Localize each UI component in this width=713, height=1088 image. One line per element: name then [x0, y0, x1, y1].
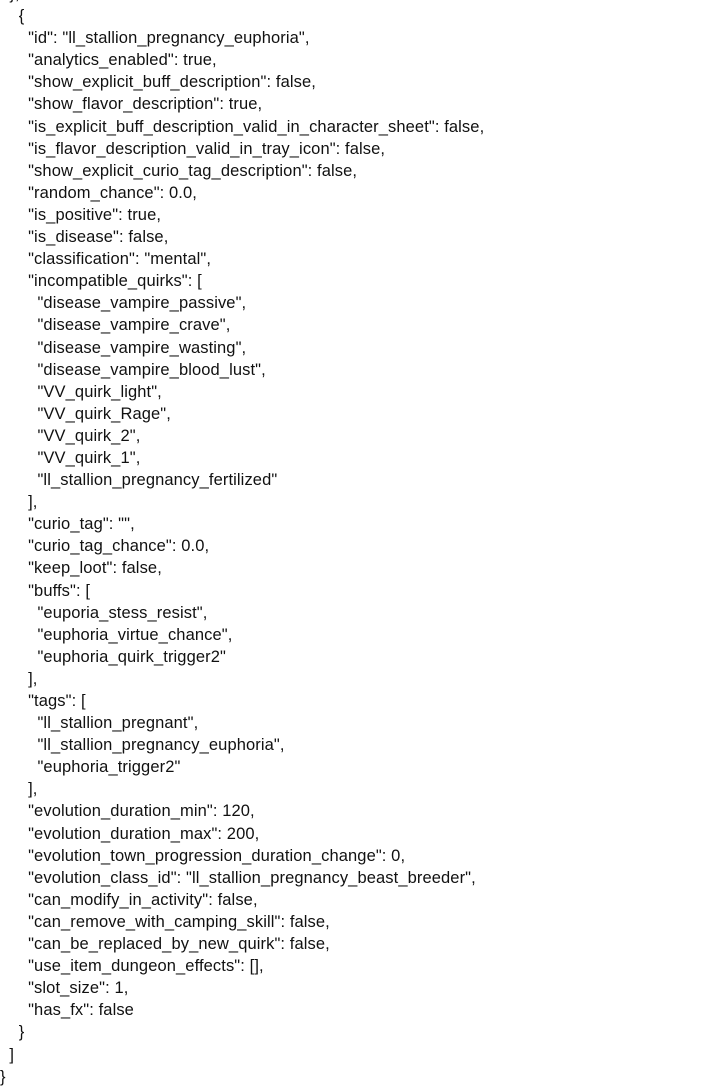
code-line: "disease_vampire_crave",: [0, 316, 231, 335]
code-line: "keep_loot": false,: [0, 559, 162, 578]
code-line: "id": "ll_stallion_pregnancy_euphoria",: [0, 29, 310, 48]
code-line: "can_be_replaced_by_new_quirk": false,: [0, 935, 330, 954]
code-line: "evolution_class_id": "ll_stallion_pregn…: [0, 868, 476, 887]
code-line: ],: [0, 493, 38, 512]
code-line: "VV_quirk_Rage",: [0, 404, 171, 423]
code-line: {: [0, 7, 25, 26]
code-line: "buffs": [: [0, 581, 91, 600]
code-line: "VV_quirk_1",: [0, 448, 141, 467]
code-line: "disease_vampire_wasting",: [0, 338, 247, 357]
code-line: "show_flavor_description": true,: [0, 95, 263, 114]
code-line: }: [0, 1067, 6, 1086]
code-line: "can_remove_with_camping_skill": false,: [0, 912, 330, 931]
code-line: "curio_tag_chance": 0.0,: [0, 537, 210, 556]
code-line: "ll_stallion_pregnancy_euphoria",: [0, 736, 285, 755]
code-line: "slot_size": 1,: [0, 979, 129, 998]
code-line: "evolution_duration_min": 120,: [0, 802, 255, 821]
code-line: "euphoria_quirk_trigger2": [0, 647, 226, 666]
code-line: "has_fx": false: [0, 1001, 134, 1020]
code-line: "disease_vampire_passive",: [0, 294, 247, 313]
code-line: "tags": [: [0, 692, 86, 710]
code-line: "ll_stallion_pregnancy_fertilized": [0, 471, 278, 490]
code-line: "is_explicit_buff_description_valid_in_c…: [0, 117, 485, 136]
code-line: "classification": "mental",: [0, 250, 212, 269]
code-line: "VV_quirk_light",: [0, 382, 162, 401]
code-line: "euporia_stess_resist",: [0, 603, 208, 622]
code-line: ],: [0, 780, 38, 799]
code-line: "use_item_dungeon_effects": [],: [0, 957, 264, 976]
code-line: "show_explicit_curio_tag_description": f…: [0, 161, 358, 180]
code-line: "analytics_enabled": true,: [0, 51, 217, 70]
code-line: "can_modify_in_activity": false,: [0, 890, 258, 909]
code-line: }: [0, 1023, 25, 1042]
code-line: },: [0, 0, 713, 5]
code-line: "is_flavor_description_valid_in_tray_ico…: [0, 139, 386, 158]
code-line: "random_chance": 0.0,: [0, 183, 197, 202]
code-line: "show_explicit_buff_description": false,: [0, 73, 316, 92]
code-line: "is_positive": true,: [0, 205, 162, 224]
code-line: ],: [0, 669, 38, 688]
code-line: "euphoria_virtue_chance",: [0, 625, 233, 644]
code-line: "curio_tag": "",: [0, 515, 135, 534]
code-line: "evolution_duration_max": 200,: [0, 824, 260, 843]
code-line: "euphoria_trigger2": [0, 758, 181, 777]
code-line: "VV_quirk_2",: [0, 426, 141, 445]
code-line: ]: [0, 1045, 15, 1064]
code-line: "is_disease": false,: [0, 228, 169, 247]
code-line: "disease_vampire_blood_lust",: [0, 360, 266, 379]
code-line: "evolution_town_progression_duration_cha…: [0, 846, 406, 865]
code-line: "incompatible_quirks": [: [0, 272, 202, 291]
code-line: "ll_stallion_pregnant",: [0, 714, 199, 733]
